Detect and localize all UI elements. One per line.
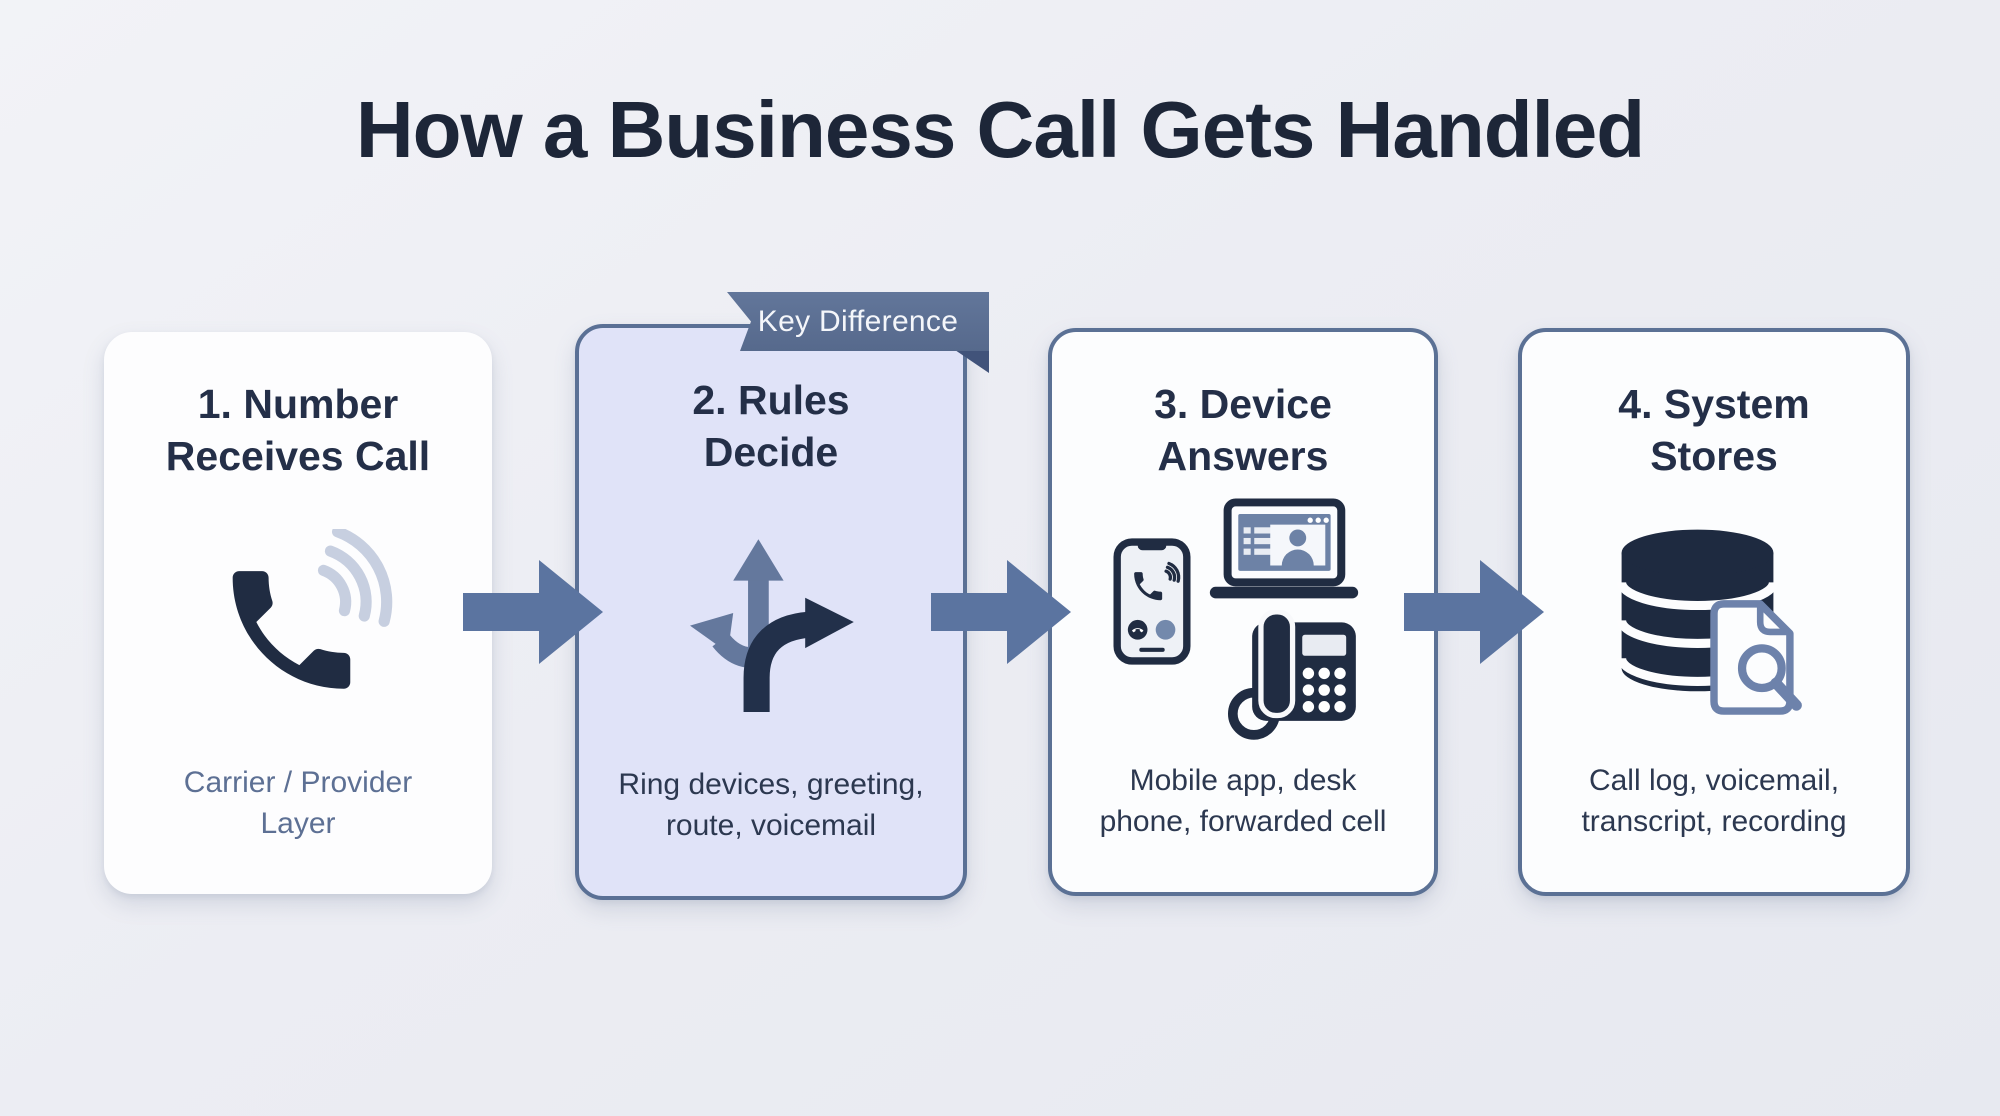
laptop-video-call-icon xyxy=(1209,498,1359,599)
key-difference-badge: Key Difference xyxy=(727,292,989,351)
branching-arrows-icon xyxy=(597,479,945,765)
step-3-caption: Mobile app, desk phone, forwarded cell xyxy=(1099,764,1387,838)
phone-signal-icon xyxy=(122,483,474,763)
phone-receiver-waves-icon xyxy=(232,529,393,690)
step-4-heading: 4. System Stores xyxy=(1618,381,1810,480)
database-document-icon xyxy=(1540,483,1888,761)
step-1-caption: Carrier / Provider Layer xyxy=(183,766,413,840)
step-3-heading: 3. Device Answers xyxy=(1154,381,1332,480)
step-4-caption: Call log, voicemail, transcript, recordi… xyxy=(1581,764,1847,838)
step-card-rules-decide: 2. Rules Decide Ring devices, greeting, … xyxy=(575,324,967,900)
step-card-device-answers: 3. Device Answers xyxy=(1048,328,1438,896)
step-card-system-stores: 4. System Stores xyxy=(1518,328,1910,896)
step-card-number-receives-call: 1. Number Receives Call Carrier / Provid… xyxy=(104,332,492,894)
step-2-caption: Ring devices, greeting, route, voicemail xyxy=(618,768,924,842)
step-2-heading: 2. Rules Decide xyxy=(692,377,850,476)
step-1-heading: 1. Number Receives Call xyxy=(165,381,431,480)
database-search-icon xyxy=(1617,529,1802,715)
desk-phone-icon xyxy=(1227,609,1356,740)
three-way-arrow-icon xyxy=(690,539,854,712)
devices-icon-group xyxy=(1070,483,1416,761)
key-difference-badge-label: Key Difference xyxy=(757,304,959,338)
smartphone-icon xyxy=(1113,538,1191,665)
diagram-title: How a Business Call Gets Handled xyxy=(355,85,1645,174)
